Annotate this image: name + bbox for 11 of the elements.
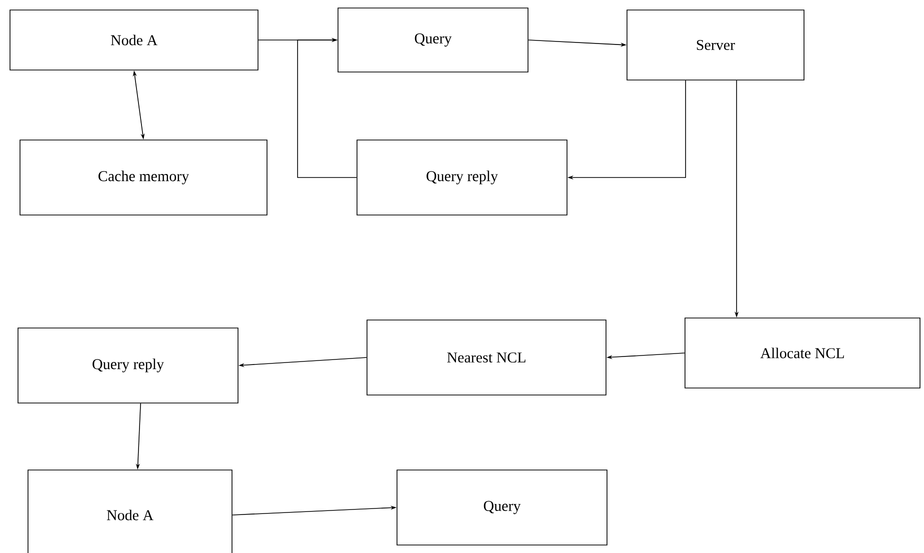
process-box: Query bbox=[338, 8, 528, 72]
process-box: Query bbox=[396, 470, 608, 546]
process-box: Nearest NCL bbox=[366, 320, 606, 396]
process-box: Node A bbox=[10, 10, 258, 70]
process-box: Server bbox=[626, 10, 804, 80]
process-box: Allocate NCL bbox=[684, 318, 920, 388]
process-box: Cache memory bbox=[20, 140, 268, 216]
process-box: Node A bbox=[28, 470, 232, 553]
arrow bbox=[297, 38, 357, 178]
process-box: Query reply bbox=[18, 328, 238, 404]
process-box: Query reply bbox=[356, 140, 568, 216]
